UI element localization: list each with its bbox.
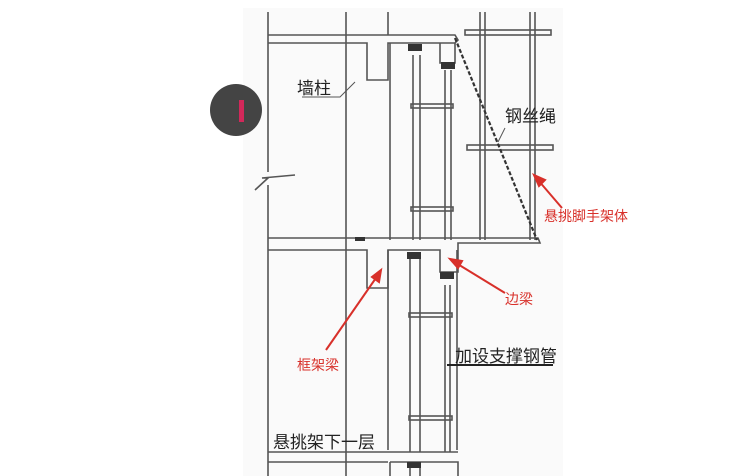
label-frame-beam: 框架梁	[297, 358, 339, 374]
label-wire-rope: 钢丝绳	[505, 107, 556, 127]
edge-beam-arrow	[455, 262, 506, 294]
upper-slab	[268, 34, 460, 81]
drawing-background	[243, 8, 563, 476]
label-edge-beam: 边梁	[505, 292, 533, 308]
break-mark	[254, 174, 296, 191]
label-wall-column: 墙柱	[297, 79, 331, 99]
label-cantilever-scaffold: 悬挑脚手架体	[544, 209, 628, 225]
label-support-pipe: 加设支撑钢管	[455, 347, 557, 367]
label-lower-floor: 悬挑架下一层	[273, 433, 375, 453]
frame-beam-arrow	[325, 274, 379, 351]
wire-rope-leader	[497, 127, 506, 143]
video-overlay-badge	[210, 84, 262, 136]
wall-column-leader	[302, 81, 356, 98]
clamps	[355, 44, 455, 468]
wire-rope-line	[453, 37, 539, 241]
scaffold-arrow	[537, 179, 563, 209]
